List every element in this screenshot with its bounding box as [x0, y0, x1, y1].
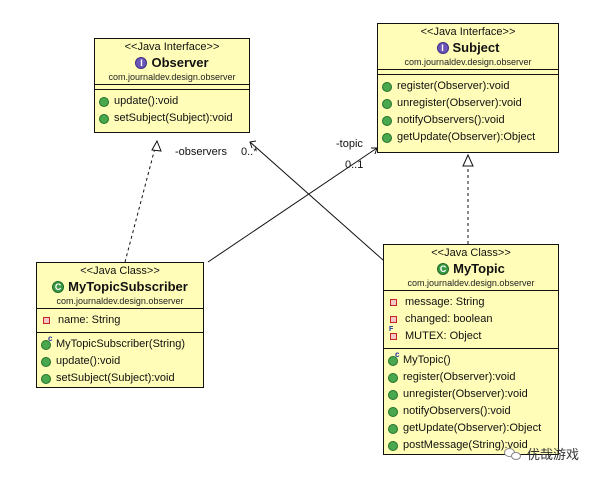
mytopic-header: <<Java Class>> C MyTopic com.journaldev.… [384, 245, 558, 290]
observer-fields-section [95, 84, 249, 89]
observer-header: <<Java Interface>> I Observer com.journa… [95, 39, 249, 84]
realization-subscriber-observer-line [124, 147, 156, 263]
observer-stereotype: <<Java Interface>> [124, 41, 220, 53]
public-method-icon [388, 440, 398, 451]
subject-method[interactable]: notifyObservers():void [378, 112, 558, 129]
constructor-icon [41, 335, 52, 350]
watermark: 优哉游戏 [503, 444, 579, 463]
topic-role-label: -topic [336, 138, 363, 150]
mytopic-field[interactable]: MUTEX: Object [384, 326, 558, 345]
class-icon: C [52, 281, 65, 293]
public-method-icon [388, 406, 398, 417]
subscriber-header: <<Java Class>> C MyTopicSubscriber com.j… [37, 263, 203, 308]
mytopic-fields-section: message: String changed: boolean MUTEX: … [384, 290, 558, 348]
association-topic-line [207, 147, 378, 263]
subject-package: com.journaldev.design.observer [404, 57, 532, 67]
topic-multiplicity-label: 0..1 [345, 159, 364, 171]
subscriber-stereotype: <<Java Class>> [80, 265, 160, 277]
subscriber-field[interactable]: name: String [37, 312, 203, 329]
public-method-icon [382, 132, 392, 143]
interface-icon: I [436, 42, 449, 54]
observer-interface-box[interactable]: <<Java Interface>> I Observer com.journa… [94, 38, 250, 133]
subscriber-method[interactable]: update():void [37, 353, 203, 370]
mytopic-method[interactable]: postMessage(String):void [384, 437, 558, 454]
subject-methods-section: register(Observer):void unregister(Obser… [378, 74, 558, 149]
public-method-icon [388, 372, 398, 383]
subject-fields-section [378, 69, 558, 74]
mytopic-method[interactable]: register(Observer):void [384, 369, 558, 386]
watermark-text: 优哉游戏 [526, 447, 579, 462]
public-method-icon [388, 389, 398, 400]
subscriber-methods-section: MyTopicSubscriber(String) update():void … [37, 332, 203, 390]
subscriber-method[interactable]: setSubject(Subject):void [37, 370, 203, 387]
class-icon: C [437, 263, 450, 275]
public-method-icon [99, 113, 109, 124]
observers-multiplicity-label: 0..* [241, 146, 258, 158]
mytopic-name: MyTopic [453, 261, 505, 276]
subscriber-class-box[interactable]: <<Java Class>> C MyTopicSubscriber com.j… [36, 262, 204, 388]
mytopic-method[interactable]: unregister(Observer):void [384, 386, 558, 403]
private-final-field-icon [389, 326, 397, 340]
public-method-icon [99, 96, 109, 107]
observer-method[interactable]: setSubject(Subject):void [95, 110, 249, 127]
subject-method[interactable]: unregister(Observer):void [378, 95, 558, 112]
mytopic-methods-section: MyTopic() register(Observer):void unregi… [384, 348, 558, 457]
mytopic-stereotype: <<Java Class>> [431, 247, 511, 259]
subject-name: Subject [452, 40, 500, 55]
observer-method[interactable]: update():void [95, 93, 249, 110]
interface-icon: I [135, 57, 148, 69]
observer-methods-section: update():void setSubject(Subject):void [95, 89, 249, 130]
observer-name: Observer [151, 55, 209, 70]
public-method-icon [41, 373, 51, 384]
public-method-icon [382, 115, 392, 126]
subject-method[interactable]: register(Observer):void [378, 78, 558, 95]
constructor-icon [388, 351, 399, 366]
mytopic-method[interactable]: getUpdate(Observer):Object [384, 420, 558, 437]
private-field-icon [43, 317, 50, 324]
subscriber-name: MyTopicSubscriber [68, 279, 188, 294]
association-observers-arrowhead [249, 140, 257, 149]
subject-interface-box[interactable]: <<Java Interface>> I Subject com.journal… [377, 23, 559, 153]
private-field-icon [390, 299, 397, 306]
mytopic-field[interactable]: message: String [384, 294, 558, 311]
subject-header: <<Java Interface>> I Subject com.journal… [378, 24, 558, 69]
realization-subscriber-observer-arrowhead [151, 139, 162, 152]
subject-stereotype: <<Java Interface>> [420, 26, 516, 38]
wechat-icon [503, 447, 522, 461]
subscriber-package: com.journaldev.design.observer [56, 296, 184, 306]
subscriber-fields-section: name: String [37, 308, 203, 332]
public-method-icon [382, 81, 392, 92]
association-observers-line [249, 141, 393, 269]
mytopic-field[interactable]: changed: boolean [384, 311, 558, 328]
mytopic-method[interactable]: notifyObservers():void [384, 403, 558, 420]
public-method-icon [382, 98, 392, 109]
private-field-icon [390, 316, 397, 323]
realization-mytopic-subject-arrowhead [462, 153, 474, 167]
observers-role-label: -observers [175, 146, 227, 158]
subject-method[interactable]: getUpdate(Observer):Object [378, 129, 558, 146]
mytopic-class-box[interactable]: <<Java Class>> C MyTopic com.journaldev.… [383, 244, 559, 455]
observer-package: com.journaldev.design.observer [108, 72, 236, 82]
mytopic-method[interactable]: MyTopic() [384, 351, 558, 369]
mytopic-package: com.journaldev.design.observer [407, 278, 535, 288]
subscriber-method[interactable]: MyTopicSubscriber(String) [37, 335, 203, 353]
public-method-icon [41, 356, 51, 367]
public-method-icon [388, 423, 398, 434]
